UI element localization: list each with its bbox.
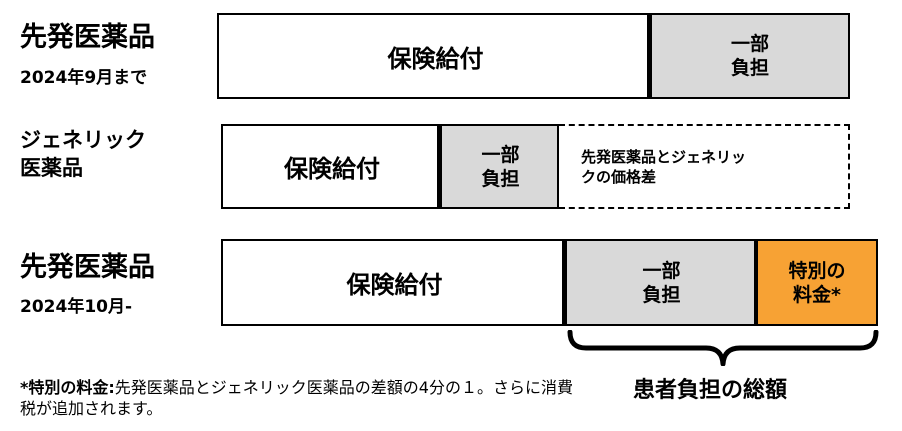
row3-special-fee-label: 特別の 料金*	[788, 259, 846, 306]
row3-divider	[562, 239, 567, 326]
row2-title-line2: 医薬品	[20, 156, 83, 180]
row1-title: 先発医薬品	[20, 22, 155, 53]
row2-copay-label: 一部 負担	[481, 143, 520, 190]
row3-title: 先発医薬品	[20, 252, 155, 283]
row1-divider	[647, 13, 652, 99]
row3-copay-edge	[754, 239, 758, 326]
row2-price-diff-label: 先発医薬品とジェネリッ クの価格差	[581, 147, 747, 186]
patient-total-label: 患者負担の総額	[633, 378, 788, 403]
row3-insurance-box: 保険給付	[221, 239, 566, 326]
row1-copay-label: 一部 負担	[730, 33, 769, 79]
row2-copay-edge	[557, 124, 559, 209]
footnote-text: 先発医薬品とジェネリック医薬品の差額の4分の１。さらに消費税が追加されます。	[20, 378, 573, 418]
row3-subtitle: 2024年10月-	[20, 297, 133, 317]
row2-insurance-box: 保険給付	[221, 124, 441, 209]
row1-insurance-box: 保険給付	[217, 13, 652, 99]
row1-insurance-label: 保険給付	[387, 44, 484, 73]
row3-copay-label: 一部 負担	[642, 259, 681, 306]
row1-subtitle: 2024年9月まで	[20, 68, 148, 88]
row3-special-fee-box: 特別の 料金*	[758, 239, 878, 326]
row3-copay-box: 一部 負担	[567, 239, 756, 326]
row2-copay-box: 一部 負担	[442, 124, 559, 209]
footnote: *特別の料金:先発医薬品とジェネリック医薬品の差額の4分の１。さらに消費税が追加…	[20, 377, 580, 419]
row1-copay-box: 一部 負担	[652, 13, 850, 99]
row3-insurance-label: 保険給付	[346, 271, 443, 299]
total-brace	[567, 330, 879, 366]
row2-divider	[437, 124, 442, 209]
row2-insurance-label: 保険給付	[284, 155, 380, 183]
row2-price-diff-box: 先発医薬品とジェネリッ クの価格差	[559, 124, 850, 209]
row2-title-line1: ジェネリック	[20, 128, 146, 152]
footnote-term: *特別の料金:	[20, 378, 115, 397]
